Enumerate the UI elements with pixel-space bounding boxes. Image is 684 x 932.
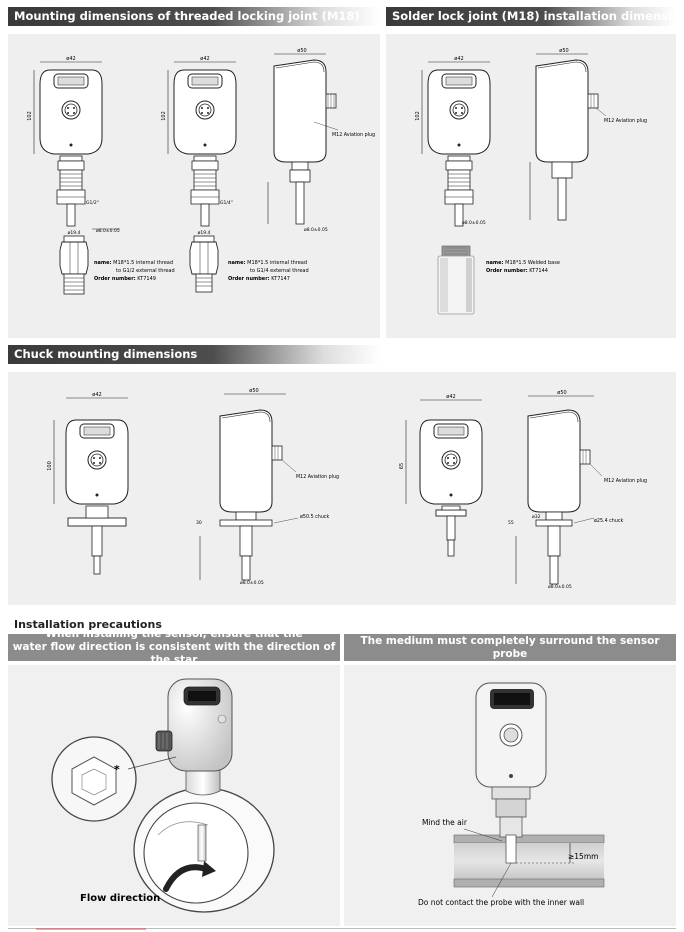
solder-panel: ø42 102 ø8.0±0.05 ø50 M12 Aviation plug … (386, 34, 676, 338)
dim-h30: 30 (196, 520, 202, 526)
flow-direction-panel: * Flow direction (8, 665, 340, 926)
mind-air-label: Mind the air (422, 818, 468, 827)
plug-label-4: M12 Aviation plug (604, 478, 647, 484)
name-kt7147-line2: to G1/4 external thread (250, 268, 309, 274)
svg-text:Order number: KT7147: Order number: KT7147 (228, 276, 290, 282)
dim-h100: 100 (47, 461, 53, 471)
dim-hex-2: ø19.4 (198, 230, 211, 236)
threaded-panel: ø42 102 G1/2" ø8.0±0.05 ø42 102 G1/4" ø5… (8, 34, 380, 338)
dim-d50-4: ø50 (557, 390, 566, 396)
svg-text:name: M18*1.5 internal thread: name: M18*1.5 internal thread (94, 260, 173, 266)
order-kt7147: KT7147 (271, 276, 290, 282)
svg-text:name: M18*1.5 internal thread: name: M18*1.5 internal thread (228, 260, 307, 266)
section-title-chuck: Chuck mounting dimensions (8, 345, 380, 364)
plug-label-2: M12 Aviation plug (604, 118, 647, 124)
precautions-heading: Installation precautions (14, 618, 162, 631)
footer-divider (8, 928, 676, 929)
dim-probe-1: ø8.0±0.05 (96, 228, 120, 234)
chuck-drawing: ø42 100 ø50 M12 Aviation plug ø50.5 chuc… (47, 388, 647, 590)
dim-probe-5: ø8.0±0.05 (548, 584, 572, 590)
name-kt7149-line2: to G1/2 external thread (116, 268, 175, 274)
left-title-line1: When installing the sensor, ensure that … (45, 628, 303, 640)
solder-drawing: ø42 102 ø8.0±0.05 ø50 M12 Aviation plug … (415, 48, 647, 315)
dim-probe-2: ø8.0±0.05 (304, 227, 328, 233)
order-label-kt7149: Order number: (94, 276, 136, 282)
dim-probe-4: ø8.0±0.05 (240, 580, 264, 586)
plug-label-1: M12 Aviation plug (332, 132, 375, 138)
part-kt7149: name: M18*1.5 internal thread to G1/2 ex… (94, 260, 175, 282)
name-label-kt7144: name: (486, 260, 504, 266)
chuck-panel: ø42 100 ø50 M12 Aviation plug ø50.5 chuc… (8, 372, 676, 605)
dim-h102-2: 102 (161, 111, 167, 121)
probe-illustration: ≥15mm Mind the air Do not contact the pr… (418, 682, 605, 907)
dim-d42-2: ø42 (200, 56, 209, 62)
name-kt7147-line1: M18*1.5 internal thread (247, 260, 307, 266)
part-kt7144: name: M18*1.5 Welded base Order number: … (486, 260, 560, 274)
dim-d50-2: ø50 (559, 48, 568, 54)
dim-g12: G1/2" (86, 200, 99, 206)
no-contact-label: Do not contact the probe with the inner … (418, 898, 584, 907)
chuck-label-2: ø25.4 chuck (594, 518, 623, 524)
plug-label-3: M12 Aviation plug (296, 474, 339, 480)
dim-h102-3: 102 (415, 111, 421, 121)
svg-text:Order number: KT7144: Order number: KT7144 (486, 268, 548, 274)
name-label-kt7147: name: (228, 260, 246, 266)
right-title: The medium must completely surround the … (360, 634, 660, 660)
svg-text:name: M18*1.5 Welded base: name: M18*1.5 Welded base (486, 260, 560, 266)
left-title-line2: water flow direction is consistent with … (12, 641, 336, 666)
dim-probe-3: ø8.0±0.05 (462, 220, 486, 226)
dim-h102-1: 102 (27, 111, 33, 121)
dim-d42-5: ø42 (446, 394, 455, 400)
dim-g14: G1/4" (220, 200, 233, 206)
dim-h55: 55 (508, 520, 514, 526)
threaded-drawing: ø42 102 G1/2" ø8.0±0.05 ø42 102 G1/4" ø5… (27, 48, 375, 295)
section-title-threaded: Mounting dimensions of threaded locking … (8, 7, 380, 26)
order-kt7144: KT7144 (529, 268, 548, 274)
depth-label: ≥15mm (568, 852, 598, 861)
dim-d32: ø32 (532, 514, 541, 520)
dim-hex-1: ø19.4 (68, 230, 81, 236)
part-kt7147: name: M18*1.5 internal thread to G1/4 ex… (228, 260, 309, 282)
order-label-kt7144: Order number: (486, 268, 528, 274)
footer-accent (36, 928, 146, 930)
order-kt7149: KT7149 (137, 276, 156, 282)
dim-d42-3: ø42 (454, 56, 463, 62)
name-kt7144-line1: M18*1.5 Welded base (505, 260, 560, 266)
dim-d42-4: ø42 (92, 392, 101, 398)
dim-d50-1: ø50 (297, 48, 306, 54)
probe-surround-panel: ≥15mm Mind the air Do not contact the pr… (344, 665, 676, 926)
left-tab-title: When installing the sensor, ensure that … (8, 628, 340, 666)
flow-illustration: * Flow direction (51, 678, 275, 913)
flow-arrow-icon (163, 864, 209, 892)
order-label-kt7147: Order number: (228, 276, 270, 282)
star-mark: * (114, 763, 120, 776)
dim-d42-1: ø42 (66, 56, 75, 62)
section-title-solder: Solder lock joint (M18) installation dim… (386, 7, 684, 26)
dim-d50-3: ø50 (249, 388, 258, 394)
right-tab-title: The medium must completely surround the … (344, 634, 676, 661)
name-label-kt7149: name: (94, 260, 112, 266)
name-kt7149-line1: M18*1.5 internal thread (113, 260, 173, 266)
dim-h65: 65 (399, 463, 405, 469)
chuck-label-1: ø50.5 chuck (300, 514, 329, 520)
flow-direction-label: Flow direction (80, 893, 160, 904)
svg-text:Order number: KT7149: Order number: KT7149 (94, 276, 156, 282)
